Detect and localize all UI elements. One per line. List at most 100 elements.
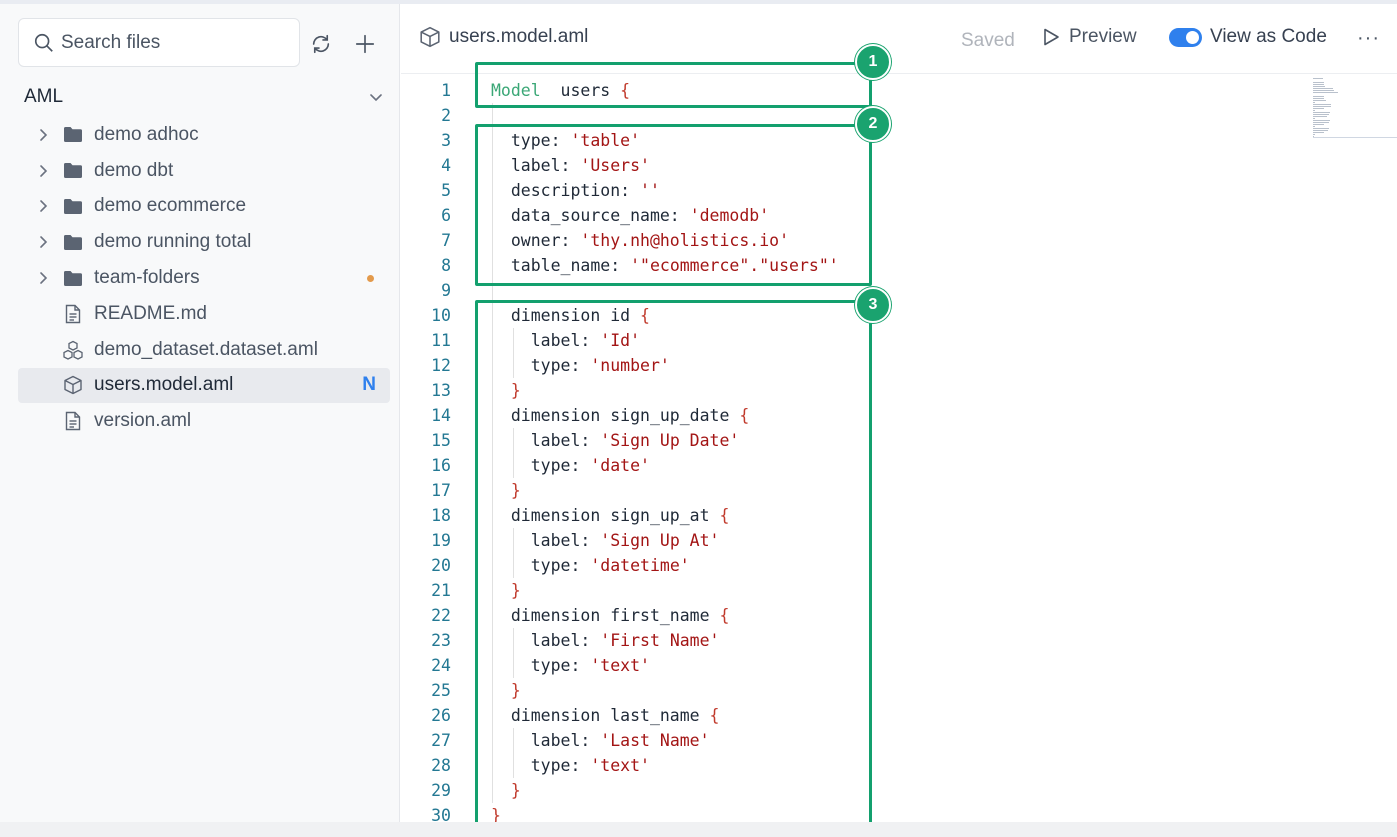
code-line[interactable]: 30} [401,803,1301,822]
code-text: type: 'text' [491,753,650,778]
indent-guide [513,528,514,578]
tree-item-label: demo adhoc [94,123,199,145]
code-line[interactable]: 25 } [401,678,1301,703]
indent-guide [492,103,493,803]
code-line[interactable]: 8 table_name: '"ecommerce"."users"' [401,253,1301,278]
code-token: 'First Name' [600,631,720,650]
tree-item-users-model[interactable]: users.model.aml N [18,367,390,404]
chevron-right-icon[interactable] [36,271,50,285]
code-line[interactable]: 11 label: 'Id' [401,328,1301,353]
code-line[interactable]: 14 dimension sign_up_date { [401,403,1301,428]
code-line[interactable]: 12 type: 'number' [401,353,1301,378]
code-token: '"ecommerce"."users"' [630,256,839,275]
refresh-button[interactable] [309,32,333,56]
code-line[interactable]: 21 } [401,578,1301,603]
code-line[interactable]: 19 label: 'Sign Up At' [401,528,1301,553]
save-status: Saved [961,30,1015,51]
code-line[interactable]: 26 dimension last_name { [401,703,1301,728]
minimap-line [1313,78,1323,79]
code-line[interactable]: 22 dimension first_name { [401,603,1301,628]
line-number: 10 [431,306,451,325]
line-number: 13 [431,381,451,400]
code-minimap[interactable] [1313,76,1397,138]
minimap-line [1313,96,1325,97]
code-text: dimension sign_up_date { [491,403,749,428]
line-number: 14 [431,406,451,425]
more-options-button[interactable]: ··· [1357,27,1380,49]
code-line[interactable]: 7 owner: 'thy.nh@holistics.io' [401,228,1301,253]
code-token: owner: [491,231,581,250]
toggle-switch[interactable] [1169,27,1202,47]
tree-item-team-folders[interactable]: team-folders [18,260,390,296]
line-number: 29 [431,781,451,800]
aml-section-label: AML [24,86,64,107]
file-text-icon [62,303,84,325]
file-text-icon [62,410,84,432]
code-line[interactable]: 16 type: 'date' [401,453,1301,478]
code-text: dimension last_name { [491,703,720,728]
chevron-right-icon[interactable] [36,128,50,142]
code-line[interactable]: 9 [401,278,1301,303]
tree-item-demo-adhoc[interactable]: demo adhoc [18,117,390,153]
chevron-down-icon[interactable] [368,89,384,105]
code-token: 'demodb' [689,206,770,225]
code-line[interactable]: 15 label: 'Sign Up Date' [401,428,1301,453]
chevron-right-icon[interactable] [36,199,50,213]
tree-item-demo-ecommerce[interactable]: demo ecommerce [18,189,390,225]
code-token: dimension sign_up_at [491,506,720,525]
code-line[interactable]: 10 dimension id { [401,303,1301,328]
preview-button[interactable]: Preview [1041,26,1137,48]
code-text: } [491,778,521,803]
line-number: 22 [431,606,451,625]
code-token: dimension last_name [491,706,710,725]
chevron-right-icon[interactable] [36,164,50,178]
code-line[interactable]: 2 [401,103,1301,128]
tree-item-demo-dbt[interactable]: demo dbt [18,153,390,189]
line-number: 6 [441,206,451,225]
code-line[interactable]: 13 } [401,378,1301,403]
code-line[interactable]: 5 description: '' [401,178,1301,203]
code-token: } [510,381,521,400]
code-text: dimension first_name { [491,603,730,628]
code-token: description: [491,181,641,200]
code-token [491,681,511,700]
code-line[interactable]: 6 data_source_name: 'demodb' [401,203,1301,228]
search-input[interactable] [61,31,281,54]
minimap-line [1313,126,1316,127]
code-token: 'Id' [600,331,641,350]
code-line[interactable]: 3 type: 'table' [401,128,1301,153]
code-line[interactable]: 17 } [401,478,1301,503]
file-tree: demo adhoc demo dbt demo ecommerce demo … [18,117,390,439]
code-line[interactable]: 23 label: 'First Name' [401,628,1301,653]
chevron-right-icon[interactable] [36,235,50,249]
refresh-icon [312,34,330,54]
tree-item-label: users.model.aml [94,374,234,396]
view-as-code-toggle[interactable]: View as Code [1169,26,1327,48]
line-number: 26 [431,706,451,725]
tree-item-readme[interactable]: README.md [18,296,390,332]
code-line[interactable]: 18 dimension sign_up_at { [401,503,1301,528]
code-line[interactable]: 28 type: 'text' [401,753,1301,778]
add-file-button[interactable] [353,32,377,56]
minimap-line [1313,102,1316,103]
code-line[interactable]: 20 type: 'datetime' [401,553,1301,578]
minimap-line [1313,114,1330,115]
code-line[interactable]: 29 } [401,778,1301,803]
code-token: label: [491,731,601,750]
new-file-badge: N [362,374,376,396]
code-token: 'thy.nh@holistics.io' [580,231,790,250]
aml-section-header[interactable]: AML [24,82,384,112]
code-line[interactable]: 24 type: 'text' [401,653,1301,678]
code-token: 'datetime' [590,556,690,575]
code-line[interactable]: 4 label: 'Users' [401,153,1301,178]
code-line[interactable]: 27 label: 'Last Name' [401,728,1301,753]
code-token: 'text' [590,756,650,775]
code-token: type: [491,756,591,775]
tree-item-version[interactable]: version.aml [18,403,390,439]
search-box[interactable] [18,18,300,67]
modified-dot-badge [367,274,374,282]
tree-item-demo-dataset[interactable]: demo_dataset.dataset.aml [18,332,390,368]
tree-item-demo-running-total[interactable]: demo running total [18,224,390,260]
